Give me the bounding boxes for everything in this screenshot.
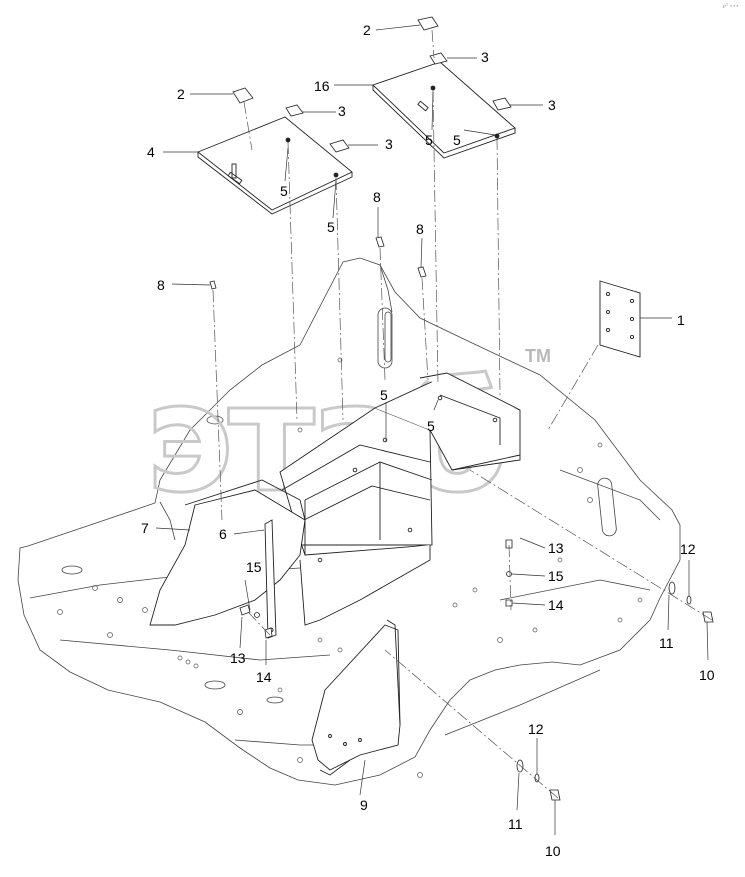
callout-5: 5 [425, 132, 433, 148]
hinge-brackets-lid-16 [417, 16, 512, 139]
callout-5: 5 [427, 418, 435, 434]
mounting-plate-1 [599, 280, 641, 358]
callout-14: 14 [256, 669, 272, 685]
callout-11: 11 [659, 635, 674, 651]
callout-10: 10 [699, 667, 715, 683]
callout-12: 12 [528, 721, 544, 737]
callout-labels: 1 2 2 3 3 3 3 4 5 5 5 5 5 5 6 7 8 8 8 9 … [141, 22, 715, 859]
callout-2: 2 [177, 86, 185, 102]
callout-4: 4 [147, 144, 155, 160]
callout-11: 11 [508, 816, 523, 832]
callout-9: 9 [360, 797, 368, 813]
lid-panel-4 [197, 116, 353, 215]
front-lower-panel [311, 619, 401, 776]
callout-10: 10 [545, 843, 561, 859]
lid-panel-16 [372, 61, 516, 159]
callout-2: 2 [363, 22, 371, 38]
callout-3: 3 [385, 136, 393, 152]
callout-3: 3 [481, 49, 489, 65]
callout-6: 6 [219, 526, 227, 542]
corner-mark: ℘ᵀ ∘∘∘ [722, 3, 739, 9]
callout-5: 5 [327, 219, 335, 235]
callout-5: 5 [280, 183, 288, 199]
seat-box-frame [279, 372, 521, 626]
callout-1: 1 [677, 312, 685, 328]
callout-14: 14 [548, 597, 564, 613]
callout-12: 12 [680, 541, 696, 557]
leader-lines [155, 24, 709, 835]
cab-slots [61, 307, 617, 704]
callout-13: 13 [548, 540, 564, 556]
callout-16: 16 [314, 78, 330, 94]
callout-15: 15 [246, 559, 262, 575]
callout-8: 8 [373, 189, 381, 205]
callout-8: 8 [416, 221, 424, 237]
callout-5: 5 [453, 132, 461, 148]
callout-3: 3 [338, 103, 346, 119]
assembly-centerlines [212, 29, 713, 799]
callout-13: 13 [230, 650, 246, 666]
trademark-symbol: TM [525, 346, 551, 366]
callout-5: 5 [380, 387, 388, 403]
callout-8: 8 [157, 277, 165, 293]
fasteners [239, 539, 714, 801]
callout-15: 15 [548, 568, 564, 584]
callout-7: 7 [141, 520, 149, 536]
clips-8 [209, 236, 427, 290]
callout-3: 3 [548, 97, 556, 113]
